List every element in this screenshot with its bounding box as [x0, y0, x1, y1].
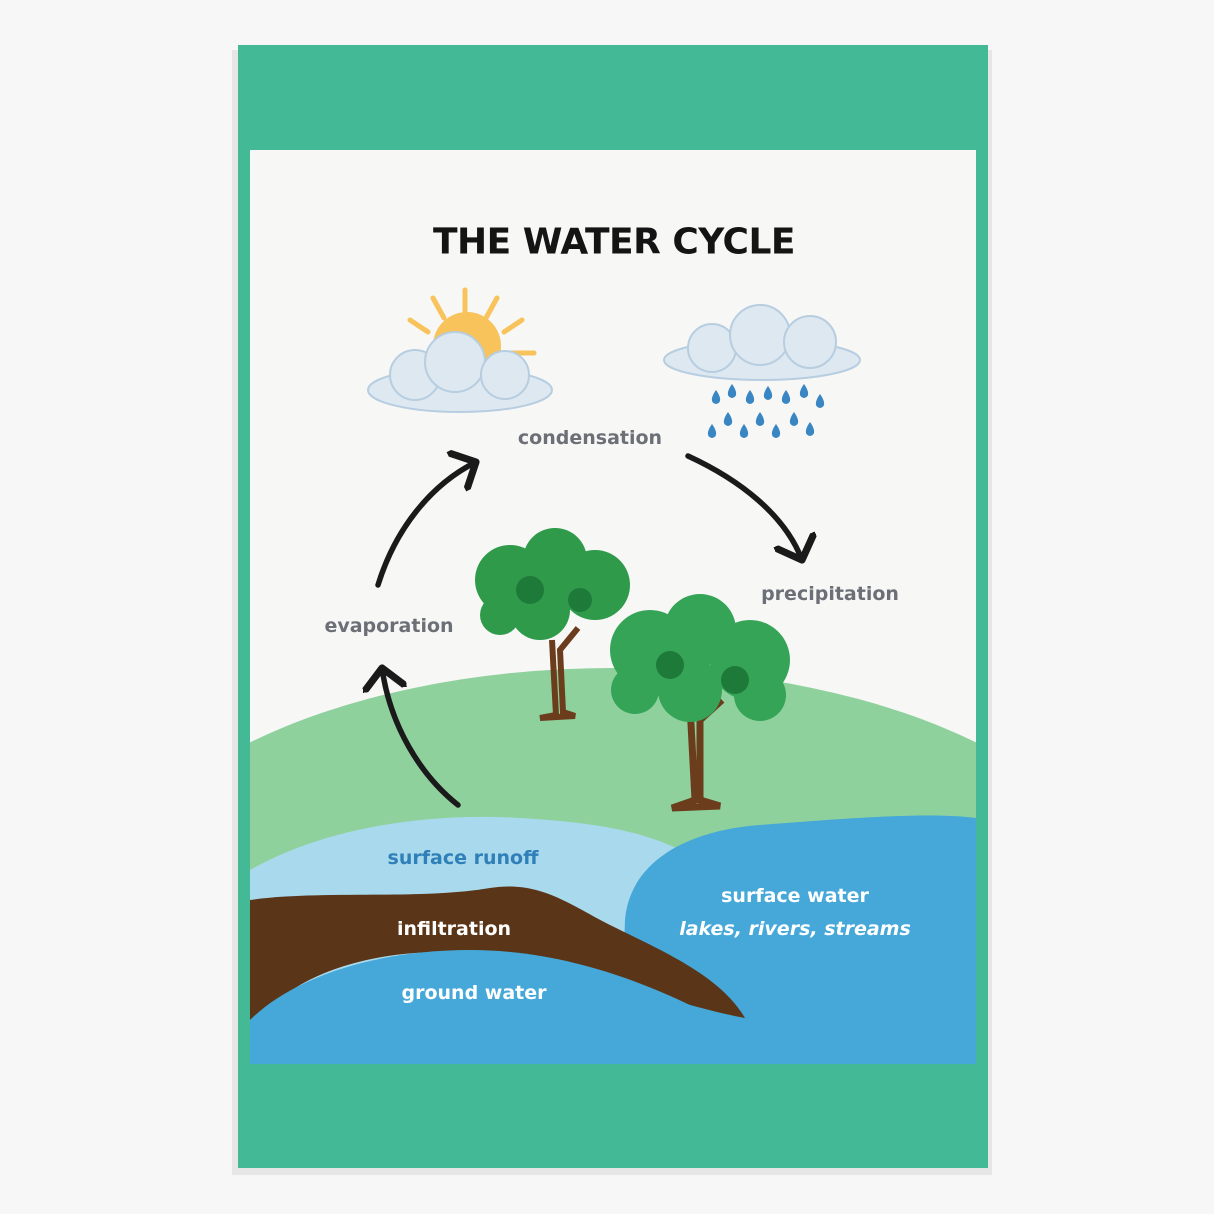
label-infiltration: infiltration [396, 918, 512, 940]
rain-cloud-icon [663, 304, 861, 438]
ground-water-area [250, 950, 700, 1064]
label-ground-water: ground water [401, 982, 547, 1004]
raindrop-icon [771, 424, 781, 438]
poster-title: THE WATER CYCLE [432, 221, 796, 263]
arrow-to-condensation [375, 462, 476, 588]
raindrop-icon [763, 386, 773, 400]
raindrop-icon [711, 390, 721, 404]
label-surface-water: surface water [721, 885, 869, 907]
label-surface-runoff: surface runoff [387, 847, 539, 869]
tree-icon [610, 594, 790, 812]
raindrop-icon [789, 412, 799, 426]
label-condensation: condensation [517, 427, 663, 449]
raindrop-icon [707, 424, 717, 438]
raindrop-icon [815, 394, 825, 408]
tree-icon [475, 528, 630, 721]
raindrop-icon [781, 390, 791, 404]
cycle-arrows [375, 453, 802, 808]
arrow-to-evaporation [382, 668, 461, 808]
raindrop-icon [755, 412, 765, 426]
raindrop-icon [745, 390, 755, 404]
raindrop-icon [799, 384, 809, 398]
label-precipitation: precipitation [761, 583, 899, 605]
cloud-icon [367, 331, 553, 413]
arrow-to-precipitation [685, 453, 802, 560]
label-evaporation: evaporation [324, 615, 454, 637]
raindrop-icon [727, 384, 737, 398]
raindrop-icon [739, 424, 749, 438]
label-surface-water-examples: lakes, rivers, streams [679, 918, 911, 940]
raindrop-icon [723, 412, 733, 426]
raindrop-icon [805, 422, 815, 436]
